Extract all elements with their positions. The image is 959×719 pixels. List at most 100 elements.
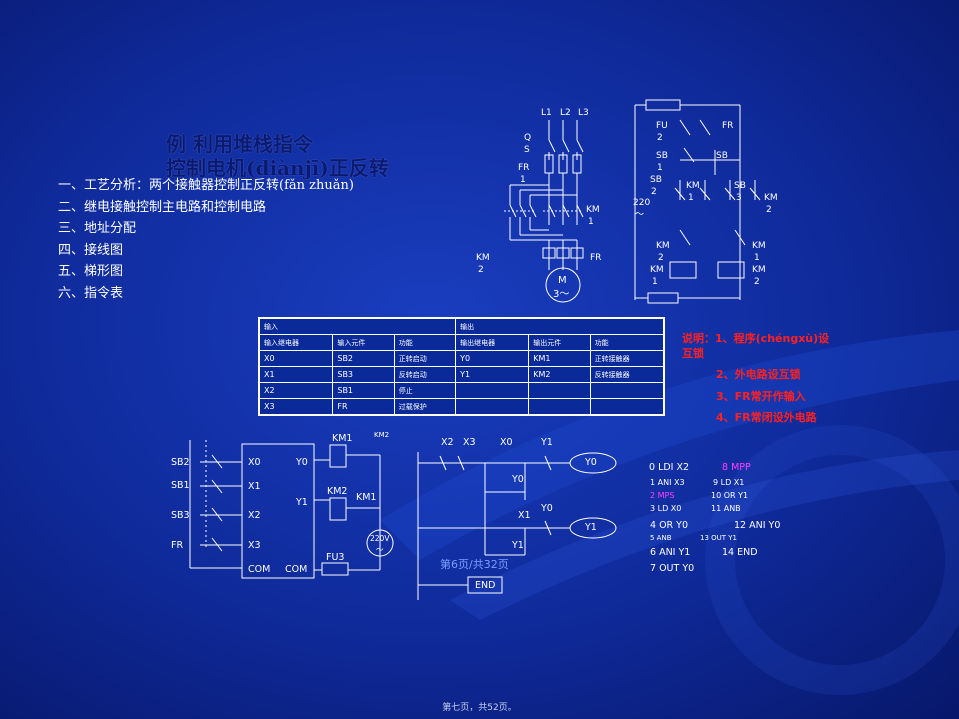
phase-l3-label: L3 — [578, 108, 589, 118]
km1-nc-label: KM — [752, 241, 766, 251]
header-cell: 功能 — [589, 334, 665, 351]
km2-coil-num: 2 — [754, 277, 760, 287]
km2-nc-num: 2 — [658, 253, 664, 263]
ladder-y0-b: Y0 — [541, 503, 553, 514]
footer: 第七页，共52页。 — [442, 703, 517, 713]
terminal-y1: Y1 — [296, 497, 308, 508]
km2-nc-label: KM — [656, 241, 670, 251]
wiring-diagram — [189, 440, 394, 579]
title-line1: 例 利用堆栈指令 — [166, 132, 313, 156]
outline-item: 六、指令表 — [58, 285, 124, 301]
page-mark: 第6页/共32页 — [440, 558, 509, 571]
instruction: 4 OR Y0 — [650, 520, 689, 531]
table-cell: KM1 — [528, 350, 591, 367]
table-cell: X0 — [258, 350, 334, 367]
sb2-label: SB — [650, 175, 662, 185]
wiring-km1-b-label: KM1 — [356, 492, 377, 503]
table-cell — [528, 398, 591, 416]
outline-item: 四、接线图 — [58, 242, 124, 258]
table-cell: Y0 — [455, 350, 530, 367]
km1-aux-num: 1 — [688, 193, 694, 203]
instruction: 8 MPP — [722, 462, 751, 473]
io-assignment-table: 输入 输出 输入继电器 输入元件 功能 输出继电器 输出元件 功能 X0 SB2… — [258, 317, 665, 416]
table-cell: 停止 — [393, 382, 457, 399]
wiring-voltage: 220V — [370, 534, 390, 543]
instruction: 5 ANB — [650, 534, 672, 542]
table-cell: 正转启动 — [393, 350, 457, 367]
table-cell: KM2 — [528, 366, 591, 383]
motor-label: M — [558, 275, 567, 286]
phase-l2-label: L2 — [560, 108, 571, 118]
terminal-x0: X0 — [248, 457, 261, 468]
note-line: 说明：1、程序(chéngxù)设 — [682, 332, 830, 345]
instruction: 6 ANI Y1 — [650, 547, 691, 558]
table-cell: X2 — [258, 382, 334, 399]
table-cell: 正转接触器 — [589, 350, 665, 367]
km1-aux-label: KM — [686, 181, 700, 191]
instruction: 0 LDI X2 — [649, 462, 690, 473]
note-line: 4、FR常闭设外电路 — [716, 411, 817, 424]
note-line: 2、外电路设互锁 — [716, 368, 801, 381]
header-cell: 输出元件 — [528, 334, 591, 351]
table-row: X3 FR 过载保护 — [258, 398, 665, 416]
control-circuit-diagram — [634, 99, 761, 304]
fr-ctrl-label: FR — [722, 121, 734, 131]
qs-label-s: S — [524, 145, 530, 155]
outline-item: 三、地址分配 — [58, 221, 137, 236]
page-title: 例 利用堆栈指令 控制电机(diànjī)正反转 — [166, 132, 389, 180]
outline-item: 五、梯形图 — [58, 264, 124, 279]
input-sb2: SB2 — [171, 457, 190, 468]
wiring-km2-top-label: KM2 — [374, 431, 390, 439]
table-row: X2 SB1 停止 — [258, 382, 665, 399]
table-group-row: 输入 输出 — [258, 317, 665, 335]
motor-phase-label: 3～ — [553, 289, 570, 300]
sb2-num: 2 — [651, 187, 657, 197]
table-cell — [455, 382, 530, 399]
input-sb1: SB1 — [171, 480, 190, 491]
ladder-diagram — [417, 452, 617, 600]
instruction: 3 LD X0 — [650, 504, 682, 513]
instruction: 2 MPS — [650, 491, 675, 500]
qs-label-q: Q — [524, 133, 532, 143]
outline-item: 二、继电接触控制主电路和控制电路 — [58, 199, 267, 215]
table-cell: SB3 — [332, 366, 395, 383]
instruction: 12 ANI Y0 — [734, 520, 781, 531]
fr-top-label: FR — [518, 163, 530, 173]
table-cell: X3 — [258, 398, 334, 416]
header-cell: 输入继电器 — [258, 334, 334, 351]
input-fr: FR — [171, 540, 184, 551]
ladder-x3: X3 — [463, 437, 476, 448]
header-cell: 输入元件 — [332, 334, 395, 351]
table-row: X0 SB2 正转启动 Y0 KM1 正转接触器 — [258, 350, 665, 367]
km1-nc-num: 1 — [754, 253, 760, 263]
terminal-x1: X1 — [248, 481, 261, 492]
coil-y0: Y0 — [585, 457, 597, 468]
table-header-row: 输入继电器 输入元件 功能 输出继电器 输出元件 功能 — [258, 334, 665, 351]
table-cell: X1 — [258, 366, 334, 383]
ladder-y1: Y1 — [541, 437, 553, 448]
voltage-label: 220 — [633, 198, 651, 208]
sb1-num: 1 — [657, 163, 663, 173]
terminal-y0: Y0 — [296, 457, 308, 468]
ladder-x1: X1 — [518, 510, 531, 521]
instruction: 11 ANB — [711, 504, 741, 513]
header-cell: 输出继电器 — [455, 334, 530, 351]
ladder-y0-contact: Y0 — [512, 474, 524, 485]
terminal-com2: COM — [285, 564, 308, 575]
phase-l1-label: L1 — [541, 108, 552, 118]
instruction: 1 ANI X3 — [650, 478, 685, 487]
table-row: X1 SB3 反转启动 Y1 KM2 反转接触器 — [258, 366, 665, 383]
coil-y1: Y1 — [585, 522, 597, 533]
header-cell: 功能 — [393, 334, 457, 351]
terminal-x3: X3 — [248, 540, 261, 551]
instruction: 7 OUT Y0 — [650, 563, 695, 574]
sb1-label: SB — [656, 151, 668, 161]
table-cell — [455, 398, 530, 416]
table-cell: 反转启动 — [393, 366, 457, 383]
ladder-x2: X2 — [441, 437, 454, 448]
km2-aux-num: 2 — [766, 205, 772, 215]
table-cell: FR — [332, 398, 395, 416]
sb3-label: SB — [734, 181, 746, 191]
km1-coil-label: KM — [650, 265, 664, 275]
